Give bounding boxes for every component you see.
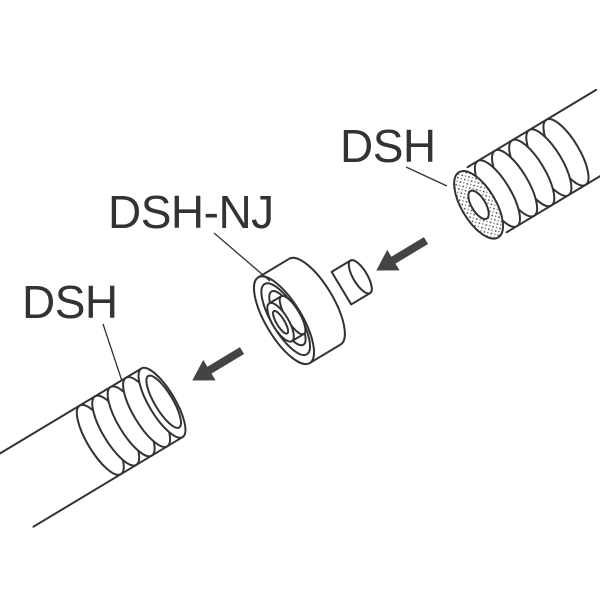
leader-top-right — [405, 166, 448, 187]
leader-left — [102, 323, 123, 382]
connector-body — [252, 256, 346, 366]
connector-rear-nipple — [330, 259, 373, 306]
right-pipe — [453, 88, 600, 240]
left-pipe-end-face — [137, 366, 187, 439]
label-dsh-top-right: DSH — [340, 120, 436, 172]
arrow-right-to-connector — [376, 237, 429, 271]
label-dsh-left: DSH — [22, 276, 118, 328]
left-pipe-end-rim — [145, 374, 182, 429]
left-pipe-bottom-edge — [32, 435, 185, 528]
left-pipe — [0, 366, 187, 528]
label-dsh-nj: DSH-NJ — [108, 186, 274, 238]
connector — [252, 256, 373, 366]
left-pipe-top-edge — [0, 366, 144, 460]
arrow-connector-to-left — [192, 347, 245, 381]
right-pipe-bore — [467, 189, 490, 221]
connector-inner-bore — [272, 309, 290, 335]
leader-middle — [213, 232, 271, 282]
